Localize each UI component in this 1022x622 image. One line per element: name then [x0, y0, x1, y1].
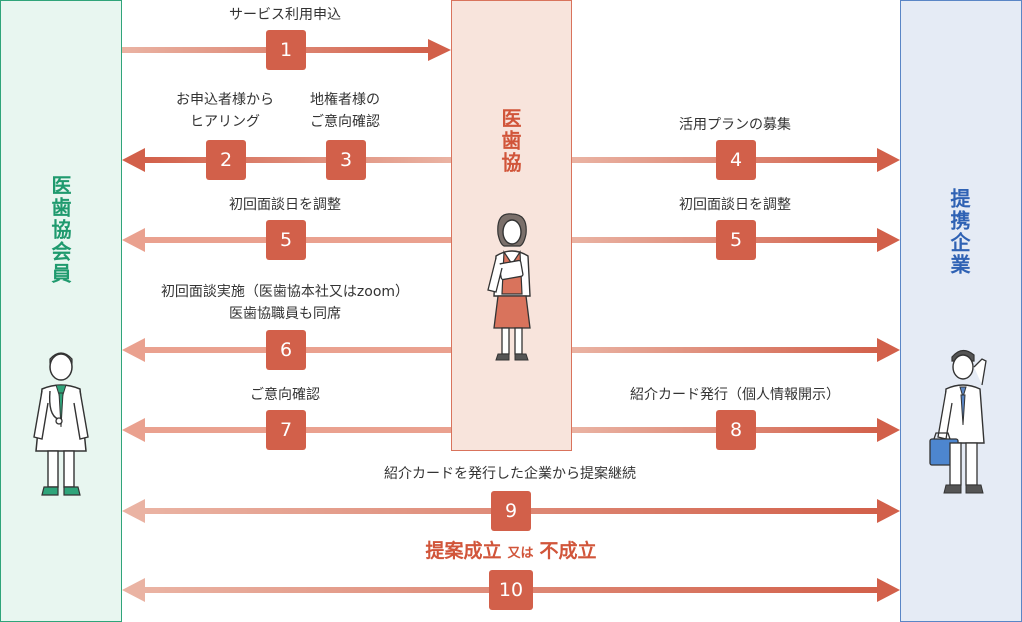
step-7-label: ご意向確認: [250, 387, 320, 403]
step-10-badge: 10: [489, 570, 533, 610]
companies-column-title: 提携企業: [947, 188, 971, 276]
step-5-members-label: 初回面談日を調整: [229, 197, 341, 213]
members-column: [0, 0, 122, 622]
arrow-step-6-companies: [572, 338, 900, 362]
doctor-illustration: [33, 352, 89, 496]
step-4-badge: 4: [716, 140, 756, 180]
step-3-label-line2: ご意向確認: [310, 114, 380, 130]
step-6-label: 初回面談実施（医歯協本社又はzoom） 医歯協職員も同席: [120, 281, 450, 325]
step-3-label: 地権者様の ご意向確認: [280, 89, 410, 133]
step-6-badge: 6: [266, 330, 306, 370]
staff-illustration: [487, 213, 531, 361]
step-1-label: サービス利用申込: [229, 7, 341, 23]
step-9-label: 紹介カードを発行した企業から提案継続: [384, 466, 636, 482]
businessman-illustration: [929, 349, 987, 494]
step-3-label-line1: 地権者様の: [310, 92, 380, 108]
result-or: 又は: [507, 546, 534, 561]
step-7-badge: 7: [266, 410, 306, 450]
step-4-label: 活用プランの募集: [679, 117, 791, 133]
step-3-badge: 3: [326, 140, 366, 180]
step-1-badge: 1: [266, 30, 306, 70]
result-success: 提案成立: [425, 540, 502, 562]
step-9-badge: 9: [491, 491, 531, 531]
association-column-title: 医歯協: [498, 108, 522, 174]
step-2-label-line2: ヒアリング: [190, 114, 260, 130]
step-2-label-line1: お申込者様から: [176, 92, 274, 108]
result-failure: 不成立: [539, 540, 597, 562]
step-2-badge: 2: [206, 140, 246, 180]
step-6-label-line1: 初回面談実施（医歯協本社又はzoom）: [160, 284, 410, 300]
result-text: 提案成立又は不成立: [0, 536, 1022, 569]
step-8-badge: 8: [716, 410, 756, 450]
arrow-step-2-3: [122, 148, 451, 172]
step-6-label-line2: 医歯協職員も同席: [229, 306, 341, 322]
members-column-title: 医歯協会員: [48, 175, 72, 285]
step-5-companies-label: 初回面談日を調整: [679, 197, 791, 213]
step-5-members-badge: 5: [266, 220, 306, 260]
step-2-label: お申込者様から ヒアリング: [150, 89, 300, 133]
step-8-label: 紹介カード発行（個人情報開示）: [630, 387, 840, 403]
step-5-companies-badge: 5: [716, 220, 756, 260]
